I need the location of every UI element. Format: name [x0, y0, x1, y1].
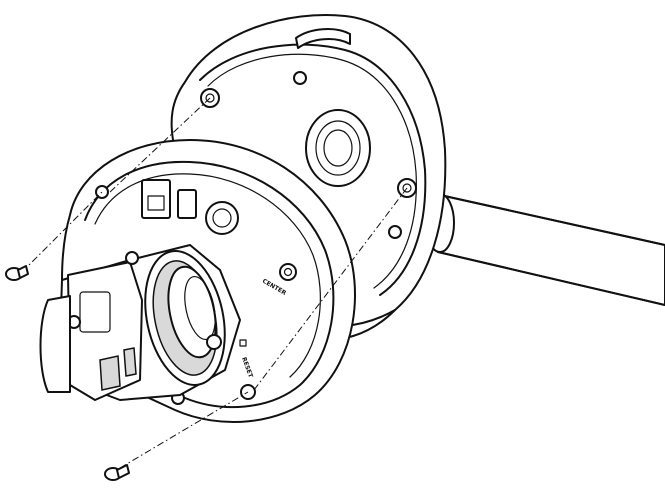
screw-top: [5, 265, 29, 281]
camera-module: [39, 244, 241, 401]
screw-bottom: [104, 464, 130, 481]
alignment-lines: [21, 97, 408, 469]
conduit-pipe: [425, 193, 665, 306]
